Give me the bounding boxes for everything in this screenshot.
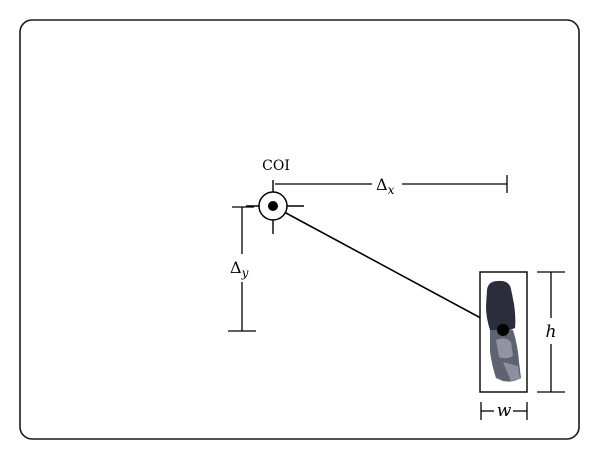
delta-y-label: Δy	[230, 258, 249, 280]
object-center-dot	[497, 324, 509, 336]
object-head-shape	[486, 280, 516, 330]
coi-label: COI	[262, 158, 290, 174]
height-label: h	[546, 322, 557, 342]
coi-to-object-line	[272, 205, 504, 331]
frame-border	[19, 19, 580, 440]
object-lower-shape	[503, 362, 520, 381]
width-label: w	[497, 401, 512, 421]
delta-y-symbol: Δ	[230, 258, 242, 277]
delta-y-subscript: y	[241, 266, 249, 280]
delta-x-dimension	[275, 175, 508, 193]
delta-x-symbol: Δ	[376, 175, 388, 194]
height-dimension	[537, 271, 565, 393]
delta-x-subscript: x	[388, 183, 395, 197]
coi-marker	[246, 180, 304, 234]
coi-center-dot	[268, 201, 278, 211]
pedestrian-thumbnail	[486, 280, 521, 382]
delta-x-label: Δx	[376, 175, 395, 197]
delta-y-dimension	[228, 206, 256, 332]
width-dimension	[480, 402, 528, 420]
object-highlight-shape	[496, 338, 513, 359]
